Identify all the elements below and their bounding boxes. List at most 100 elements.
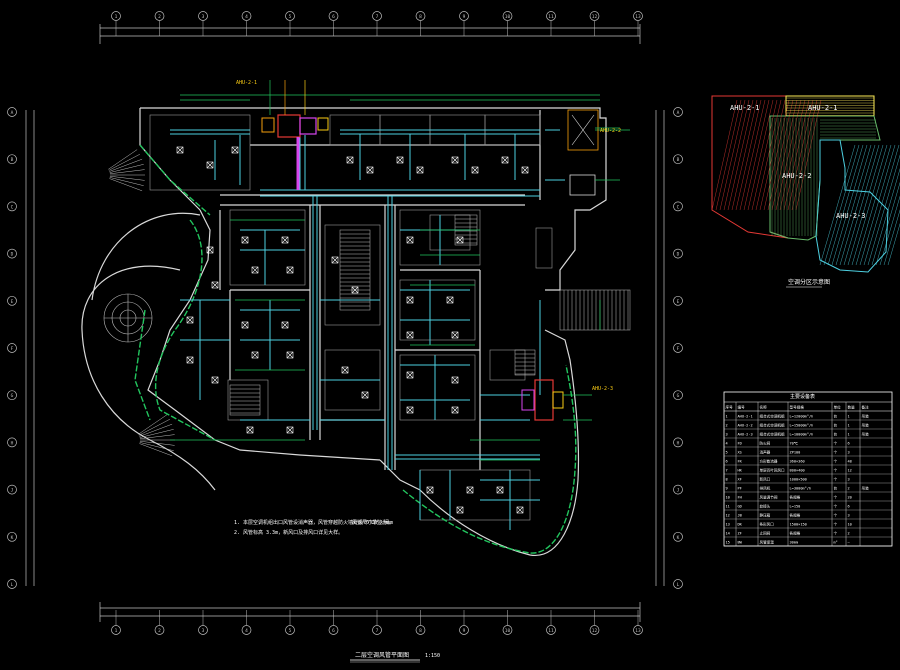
table-cell: 12 (726, 514, 730, 518)
table-cell: 个 (834, 522, 838, 527)
table-cell: 单层百叶回风口 (760, 468, 786, 473)
grid-bubble-12: 12 (589, 610, 600, 635)
table-cell: 14 (726, 532, 730, 536)
table-cell: 台 (834, 486, 838, 491)
table-cell: 1 (848, 424, 850, 428)
grid-bubble-J: J (673, 484, 683, 495)
table-cell: 20 (848, 496, 852, 500)
grid-bubble-label: 12 (592, 14, 598, 20)
table-cell: 360×360 (790, 460, 805, 464)
table-cell: 3 (848, 514, 850, 518)
table-cell: 静压箱 (760, 513, 771, 518)
table-cell: PF (738, 487, 742, 491)
zone-label-1b: AHU-2-1 (808, 104, 838, 112)
table-cell: 3 (726, 433, 728, 437)
zone-label-2: AHU-2-2 (782, 172, 812, 180)
ahu-tag-3: AHU-2-3 (592, 386, 613, 392)
zone-map[interactable]: AHU-2-1 AHU-2-1 AHU-2-2 AHU-2-3 空调分区示意图 (711, 95, 900, 288)
air-diffusers (176, 146, 529, 514)
drawing-note-1: 1. 本层空调机组出口风管设消声器，风管穿越防火墙处设70℃防火阀。 (234, 519, 394, 526)
table-cell: 台 (834, 423, 838, 428)
grid-bubble-label: E (677, 299, 680, 305)
grid-bubble-7: 7 (372, 610, 382, 635)
grid-bubble-label: 13 (635, 14, 641, 20)
table-cell: 吊装 (862, 486, 870, 491)
ahu-tag-1: AHU-2-1 (236, 80, 257, 86)
grid-bubble-A: A (7, 107, 17, 117)
grid-bubble-label: C (677, 204, 680, 210)
grid-bubble-label: B (677, 157, 680, 163)
table-cell: 条形风口 (760, 522, 775, 527)
grid-bubble-label: D (677, 252, 680, 258)
table-cell: XS (738, 451, 742, 455)
grid-bubble-10: 10 (502, 11, 513, 36)
table-cell: 消声器 (760, 450, 771, 455)
drawing-title: 二层空调风管平面图 (355, 651, 409, 659)
grid-bubble-C: C (673, 201, 683, 212)
zone-label-1: AHU-2-1 (730, 104, 760, 112)
grid-bubble-9: 9 (459, 610, 469, 635)
table-cell: 止回阀 (760, 531, 771, 536)
grid-bubble-F: F (673, 343, 683, 353)
table-cell: HK (738, 469, 743, 473)
table-header-cell: 单位 (834, 405, 842, 410)
table-cell: 48 (848, 460, 852, 464)
table-cell: DK (738, 523, 743, 527)
grid-bubble-11: 11 (546, 11, 556, 36)
ahu-2-2-equipment[interactable] (567, 109, 620, 196)
grid-bubble-label: 6 (332, 14, 335, 20)
table-cell: 个 (834, 531, 838, 536)
grid-bubble-label: 8 (419, 628, 422, 634)
grid-bubble-8: 8 (415, 610, 426, 635)
ahu-2-3-equipment[interactable] (521, 379, 592, 421)
equipment-table-title: 主要设备表 (790, 393, 815, 400)
table-cell: 800×400 (790, 469, 805, 473)
grid-bubble-H: H (673, 437, 683, 448)
table-cell: 个 (834, 450, 838, 455)
table-cell: 组合式空调机组 (760, 414, 786, 419)
grid-bubble-F: F (7, 343, 17, 353)
grid-bubble-label: L (11, 582, 14, 588)
table-cell: 风管保温 (760, 540, 775, 545)
green-boundary-lines (134, 144, 577, 554)
table-cell: 1 (848, 415, 850, 419)
grid-bubble-label: 3 (202, 628, 205, 634)
grid-bubble-label: J (11, 488, 14, 494)
table-cell: 吊装 (862, 414, 870, 419)
table-cell: JB (738, 514, 742, 518)
table-cell: AHU-2-3 (738, 433, 753, 437)
grid-bubble-label: F (677, 346, 680, 352)
grid-bubble-G: G (673, 390, 683, 401)
table-cell: 12 (848, 469, 852, 473)
supply-ductwork (170, 129, 565, 530)
ahu-2-1-equipment[interactable] (261, 80, 329, 190)
stairs (108, 149, 631, 457)
grid-bubble-label: C (11, 204, 14, 210)
table-cell: 11 (726, 505, 730, 509)
table-cell: 新风口 (760, 477, 771, 482)
grid-bubble-label: 9 (463, 628, 466, 634)
grid-bubble-label: 1 (115, 628, 118, 634)
table-cell: 各规格 (790, 531, 801, 536)
left-dimension-lines (25, 110, 665, 586)
grid-bubble-label: A (11, 110, 14, 116)
table-cell: 各规格 (790, 495, 801, 500)
table-cell: L=3000m³/h (790, 487, 812, 491)
grid-bubble-10: 10 (502, 610, 513, 635)
grid-bubble-4: 4 (241, 11, 252, 36)
grid-bubble-label: 7 (376, 628, 379, 634)
grid-bubble-1: 1 (111, 11, 121, 36)
table-cell: 个 (834, 459, 838, 464)
table-cell: 风量调节阀 (760, 495, 778, 500)
building-walls (81, 107, 607, 556)
